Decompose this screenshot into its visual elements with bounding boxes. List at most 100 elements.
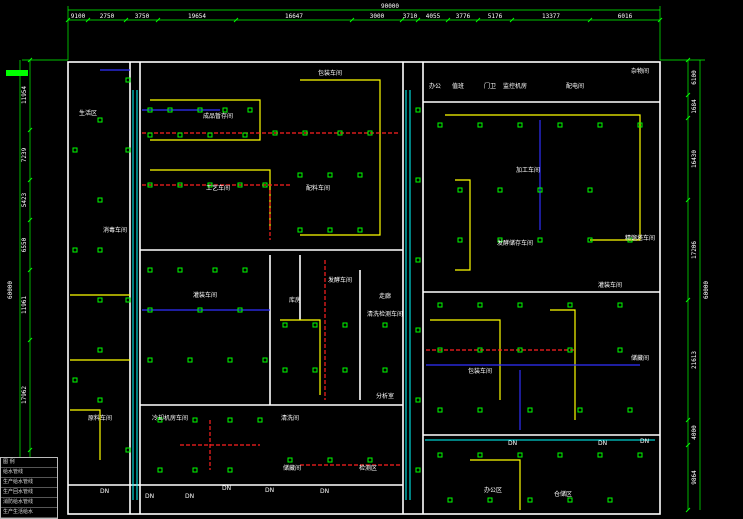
fixture-marker <box>125 447 131 453</box>
fixture-marker <box>192 467 198 473</box>
room-walls <box>70 79 641 510</box>
room-label: 库房 <box>289 296 301 304</box>
fixture-marker <box>342 322 348 328</box>
fixture-marker <box>97 347 103 353</box>
fixture-marker <box>125 297 131 303</box>
fixture-marker <box>557 122 563 128</box>
fixture-marker <box>457 187 463 193</box>
dimension-ticks <box>27 17 691 513</box>
room-label: 办公区 <box>484 486 502 494</box>
left-total-dimension: 60000 <box>7 281 14 299</box>
room-label: 灌装车间 <box>598 281 622 289</box>
outer-walls <box>67 61 661 515</box>
fixture-marker <box>342 367 348 373</box>
dimension-tick <box>657 17 663 23</box>
room-label: 原料车间 <box>88 414 112 422</box>
fixture-marker <box>597 452 603 458</box>
room-label: 加工车间 <box>516 166 540 174</box>
dimension-tick <box>123 17 129 23</box>
right-segment-dimension: 9864 <box>691 470 698 485</box>
right-total-dimension: 60000 <box>703 281 710 299</box>
fixture-marker <box>477 302 483 308</box>
fixture-marker <box>147 132 153 138</box>
fixture-marker <box>537 187 543 193</box>
dimension-tick <box>587 17 593 23</box>
fixture-marker <box>97 397 103 403</box>
fixture-marker <box>497 187 503 193</box>
fixture-marker <box>227 357 233 363</box>
room-label: 储藏间 <box>631 354 649 362</box>
legend-item: 给水管线 <box>1 468 57 478</box>
dimension-tick <box>27 177 33 183</box>
blue-pipes <box>100 69 640 430</box>
fixture-marker <box>557 452 563 458</box>
pipe-tag: DN <box>185 493 194 500</box>
room-label: 成品暂存间 <box>203 112 233 120</box>
dimension-tick <box>27 337 33 343</box>
fixture-marker <box>312 322 318 328</box>
left-segment-dimension: 11961 <box>21 296 28 314</box>
right-segment-dimension: 4000 <box>691 425 698 440</box>
room-label: 检测区 <box>359 464 377 472</box>
fixture-marker <box>237 307 243 313</box>
left-segment-dimension: 6550 <box>21 237 28 252</box>
top-segment-dimension: 2750 <box>100 13 115 20</box>
fixture-marker <box>437 122 443 128</box>
fixture-marker <box>415 327 421 333</box>
fixture-marker <box>167 107 173 113</box>
room-label: 灌装车间 <box>193 291 217 299</box>
dimension-tick <box>349 17 355 23</box>
right-segment-dimension: 17206 <box>691 241 698 259</box>
fixture-marker <box>147 267 153 273</box>
dimension-tick <box>685 115 691 121</box>
fixture-marker <box>262 182 268 188</box>
fixture-marker <box>177 267 183 273</box>
fixture-marker <box>157 417 163 423</box>
fixture-marker <box>282 367 288 373</box>
fixture-marker <box>97 297 103 303</box>
fixture-marker <box>197 107 203 113</box>
legend-panel: 图 例 给水管线 生产给水管线 生产回水管线 消防给水管线 生产生活给水 <box>0 457 58 519</box>
dimension-tick <box>415 17 421 23</box>
fixture-marker <box>415 397 421 403</box>
fixture-marker <box>257 417 263 423</box>
top-total-dimension: 90000 <box>381 3 399 10</box>
fixture-marker <box>207 182 213 188</box>
fixture-marker <box>517 302 523 308</box>
room-label: 包装车间 <box>468 367 492 375</box>
fixture-marker <box>287 457 293 463</box>
room-label: 储藏间 <box>283 464 301 472</box>
fixture-marker <box>477 407 483 413</box>
room-label: 生活区 <box>79 109 97 117</box>
room-label: 包装车间 <box>318 69 342 77</box>
fixture-marker <box>197 307 203 313</box>
fixture-marker <box>415 107 421 113</box>
top-segment-dimension: 4055 <box>426 13 441 20</box>
fixture-marker <box>297 227 303 233</box>
fixture-marker <box>97 117 103 123</box>
legend-item: 生产回水管线 <box>1 488 57 498</box>
fixture-marker <box>97 247 103 253</box>
fixture-marker <box>607 497 613 503</box>
room-label: 值班 <box>452 82 464 90</box>
left-segment-dimension: 11954 <box>21 86 28 104</box>
dimension-tick <box>685 57 691 63</box>
fixture-marker <box>147 182 153 188</box>
fixture-marker <box>367 457 373 463</box>
pipe-tag: DN <box>100 488 109 495</box>
dimension-tick <box>475 17 481 23</box>
fixture-marker <box>227 417 233 423</box>
dimension-tick <box>27 267 33 273</box>
pipe-tag: DN <box>640 438 649 445</box>
dimension-tick <box>85 17 91 23</box>
fixture-marker <box>517 347 523 353</box>
fixture-marker <box>207 132 213 138</box>
pipe-tag: DN <box>265 487 274 494</box>
dimension-tick <box>685 92 691 98</box>
fixture-marker <box>125 77 131 83</box>
room-label: 门卫 <box>484 82 496 90</box>
pipe-tag: DN <box>598 440 607 447</box>
fixture-marker <box>337 130 343 136</box>
fixture-marker <box>222 107 228 113</box>
